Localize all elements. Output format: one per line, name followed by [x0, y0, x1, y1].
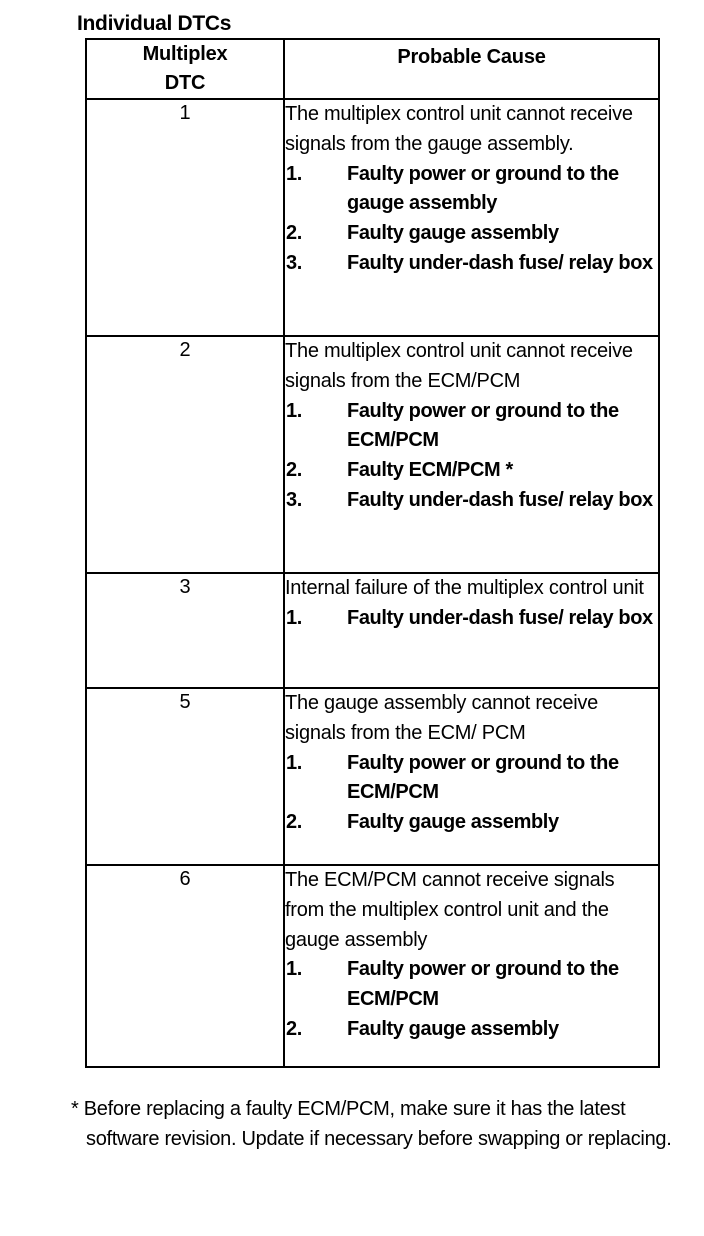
dtc-code: 6 — [85, 864, 285, 1068]
dtc-code: 2 — [85, 335, 285, 574]
cause-lead-text: The multiplex control unit cannot receiv… — [285, 340, 633, 392]
column-header-multiplex-dtc-line1: Multiplex — [142, 43, 228, 65]
table-row: 3 Internal failure of the multiplex cont… — [85, 572, 660, 689]
probable-cause-cell: The ECM/PCM cannot receive signals from … — [283, 864, 660, 1068]
footnote-text: Before replacing a faulty ECM/PCM, make … — [83, 1098, 672, 1150]
list-item-label: Faulty gauge assembly — [347, 811, 559, 834]
probable-cause-cell: The multiplex control unit cannot receiv… — [283, 98, 660, 337]
list-item: 2. Faulty gauge assembly — [286, 1015, 657, 1045]
list-item-number: 2. — [286, 222, 302, 245]
cause-lead-text: The multiplex control unit cannot receiv… — [285, 103, 633, 155]
cause-item-list: 1. Faulty power or ground to the ECM/PCM… — [285, 397, 658, 516]
list-item: 1. Faulty under-dash fuse/ relay box — [285, 604, 658, 634]
list-item-label: Faulty ECM/PCM * — [347, 459, 513, 482]
list-item-number: 2. — [286, 459, 302, 482]
list-item-number: 2. — [286, 1017, 302, 1040]
list-item-number: 1. — [286, 751, 302, 774]
list-item: 2. Faulty ECM/PCM * — [285, 456, 658, 486]
cause-item-list: 1. Faulty under-dash fuse/ relay box — [285, 604, 658, 634]
list-item-label: Faulty power or ground to the ECM/PCM — [347, 958, 619, 1011]
probable-cause-cell: The gauge assembly cannot receive signal… — [283, 687, 660, 866]
list-item: 2. Faulty gauge assembly — [286, 808, 657, 838]
page-title: Individual DTCs — [77, 12, 232, 35]
list-item: 2. Faulty gauge assembly — [285, 219, 658, 249]
list-item-number: 1. — [286, 606, 302, 629]
list-item-label: Faulty power or ground to the gauge asse… — [347, 162, 619, 215]
list-item: 1. Faulty power or ground to the gauge a… — [285, 160, 658, 220]
dtc-code: 3 — [85, 572, 285, 689]
probable-cause-cell: The multiplex control unit cannot receiv… — [283, 335, 660, 574]
list-item-number: 3. — [286, 251, 302, 274]
list-item-label: Faulty under-dash fuse/ relay box — [347, 606, 653, 629]
list-item-label: Faulty under-dash fuse/ relay box — [347, 488, 653, 511]
list-item-label: Faulty under-dash fuse/ relay box — [347, 251, 653, 274]
table-row: 5 The gauge assembly cannot receive sign… — [85, 687, 660, 866]
list-item-label: Faulty power or ground to the ECM/PCM — [347, 399, 619, 452]
list-item: 3. Faulty under-dash fuse/ relay box — [285, 249, 658, 279]
list-item: 3. Faulty under-dash fuse/ relay box — [285, 486, 658, 516]
column-header-multiplex-dtc: Multiplex DTC — [85, 38, 285, 100]
footnote-marker: * — [71, 1098, 79, 1120]
cause-item-list: 1. Faulty power or ground to the ECM/PCM… — [286, 955, 657, 1045]
column-header-probable-cause: Probable Cause — [283, 38, 660, 100]
list-item: 1. Faulty power or ground to the ECM/PCM — [285, 397, 658, 457]
individual-dtcs-table: Multiplex DTC Probable Cause 1 The multi… — [85, 38, 660, 1068]
dtc-code: 5 — [85, 687, 285, 866]
list-item-number: 2. — [286, 811, 302, 834]
dtc-code: 1 — [85, 98, 285, 337]
list-item-number: 1. — [286, 162, 302, 185]
list-item-number: 1. — [286, 958, 302, 981]
probable-cause-cell: Internal failure of the multiplex contro… — [283, 572, 660, 689]
table-row: 2 The multiplex control unit cannot rece… — [85, 335, 660, 574]
list-item-label: Faulty gauge assembly — [347, 222, 559, 245]
list-item: 1. Faulty power or ground to the ECM/PCM — [286, 955, 657, 1015]
list-item-number: 3. — [286, 488, 302, 511]
list-item: 1. Faulty power or ground to the ECM/PCM — [286, 749, 657, 809]
table-row: 1 The multiplex control unit cannot rece… — [85, 98, 660, 337]
list-item-number: 1. — [286, 399, 302, 422]
list-item-label: Faulty gauge assembly — [347, 1017, 559, 1040]
column-header-multiplex-dtc-line2: DTC — [164, 72, 206, 94]
cause-lead-text: Internal failure of the multiplex contro… — [285, 577, 644, 599]
cause-item-list: 1. Faulty power or ground to the ECM/PCM… — [286, 749, 657, 838]
cause-lead-text: The gauge assembly cannot receive signal… — [285, 692, 599, 744]
cause-lead-text: The ECM/PCM cannot receive signals from … — [285, 869, 615, 951]
table-header-row: Multiplex DTC Probable Cause — [85, 38, 660, 100]
footnote: * Before replacing a faulty ECM/PCM, mak… — [71, 1094, 686, 1154]
cause-item-list: 1. Faulty power or ground to the gauge a… — [285, 160, 658, 279]
table-row: 6 The ECM/PCM cannot receive signals fro… — [85, 864, 660, 1068]
list-item-label: Faulty power or ground to the ECM/PCM — [347, 751, 619, 804]
